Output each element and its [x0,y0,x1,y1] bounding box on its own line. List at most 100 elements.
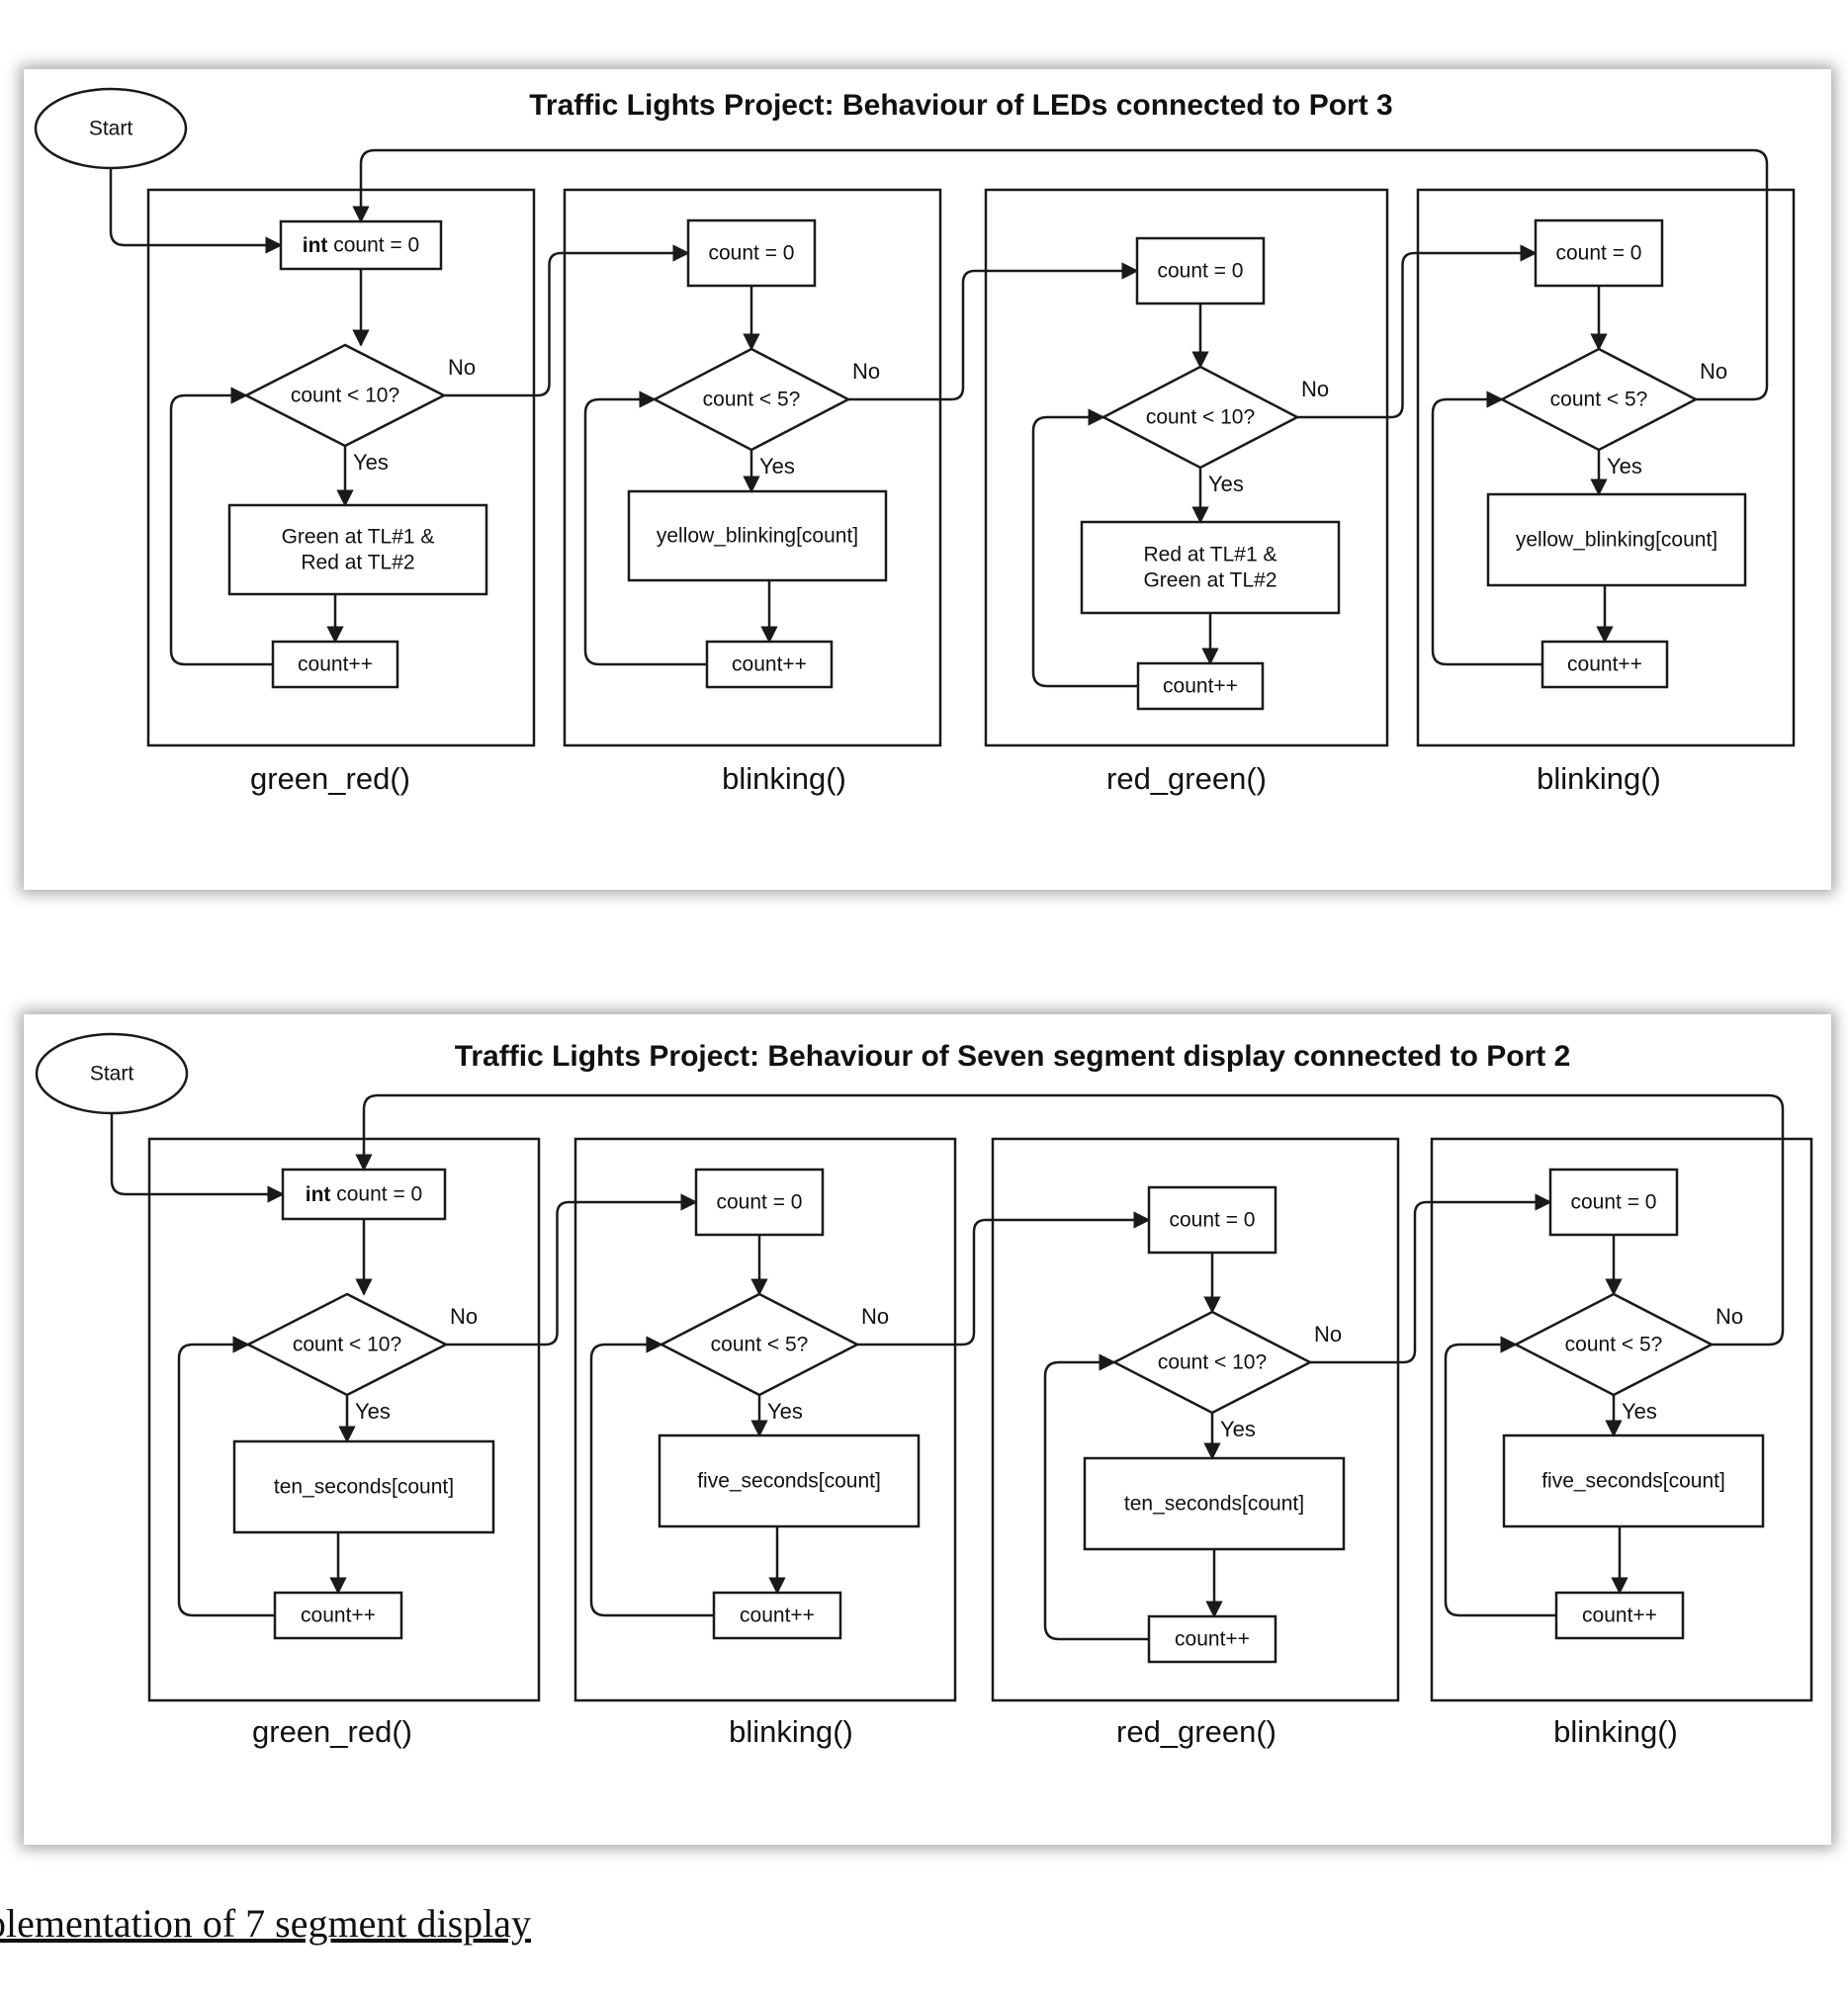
reset-label: count = 0 [1571,1191,1657,1214]
flowchart-seven-segment: Traffic Lights Project: Behaviour of Sev… [35,1032,1813,1749]
yes-label: Yes [1607,454,1642,478]
function-frame [991,1137,1400,1702]
decision-label: count < 10? [1146,406,1255,429]
decision-label: count < 5? [711,1334,809,1356]
decision-label: count < 10? [1158,1351,1267,1374]
loop-back-connector [1031,408,1138,688]
no-label: No [1716,1304,1743,1329]
flowchart-leds: Traffic Lights Project: Behaviour of LED… [34,87,1796,796]
function-name: blinking() [1537,761,1661,796]
function-frame [563,188,942,747]
reset-label: count = 0 [709,242,795,265]
loop-back-connector [589,1336,714,1617]
start-label: Start [89,118,133,140]
action-box [1486,492,1747,587]
action-label: five_seconds[count] [1541,1470,1725,1493]
loop-back-connector [177,1336,275,1617]
reset-box [686,218,817,288]
yes-label: Yes [355,1399,391,1424]
start-to-init-connector [109,168,283,254]
function-name: green_red() [252,1714,412,1749]
function-name: red_green() [1116,1714,1276,1749]
start-to-init-connector [110,1113,285,1203]
init-label: int count = 0 [306,1183,422,1206]
increment-box [705,640,834,689]
no-label: No [861,1304,889,1329]
decision-label: count < 5? [1565,1334,1663,1356]
yes-label: Yes [353,450,389,475]
loop-back-connector [1431,391,1542,666]
action-label: Red at TL#1 & [1143,544,1276,566]
reset-box [1534,218,1664,288]
decision-label: count < 10? [293,1334,401,1356]
start-label: Start [90,1063,134,1086]
increment-label: count++ [732,653,807,676]
diagram-title: Traffic Lights Project: Behaviour of Sev… [455,1040,1571,1073]
action-box [658,1433,921,1528]
increment-label: count++ [1567,653,1642,676]
figure-caption: plementation of 7 segment display [0,1901,531,1946]
increment-label: count++ [740,1605,815,1627]
increment-box [1540,640,1669,689]
return-to-start-connector [352,148,1769,401]
flowchart-panel-seven-segment: Traffic Lights Project: Behaviour of Sev… [24,1014,1831,1845]
increment-label: count++ [1582,1605,1657,1627]
increment-box [1136,661,1265,711]
no-label: No [450,1304,478,1329]
function-frame [984,188,1389,747]
decision-label: count < 10? [291,385,399,407]
increment-label: count++ [298,653,373,676]
increment-label: count++ [301,1605,376,1627]
no-exit-connector [1310,1193,1552,1364]
no-exit-connector [848,262,1139,401]
no-label: No [1301,377,1329,401]
function-frame [1416,188,1796,747]
function-name: green_red() [250,761,410,796]
function-name: blinking() [1553,1714,1678,1749]
no-label: No [1700,359,1727,384]
action-label: five_seconds[count] [697,1470,881,1493]
action-label: ten_seconds[count] [1124,1493,1304,1516]
init-label: int count = 0 [303,234,419,257]
no-exit-connector [1297,244,1538,419]
function-frame [146,188,536,747]
action-box [227,503,488,596]
action-label: Green at TL#1 & [282,526,435,549]
no-label: No [852,359,880,384]
increment-label: count++ [1175,1628,1250,1651]
return-to-start-connector [355,1093,1785,1346]
action-label: Red at TL#2 [301,552,414,574]
no-exit-connector [446,1193,698,1346]
loop-back-connector [1444,1336,1556,1617]
increment-label: count++ [1163,675,1238,698]
loop-back-connector [583,391,707,666]
no-exit-connector [857,1211,1151,1346]
no-exit-connector [444,244,690,397]
reset-label: count = 0 [1556,242,1642,265]
action-label: Green at TL#2 [1143,569,1276,592]
reset-label: count = 0 [717,1191,803,1214]
action-label: yellow_blinking[count] [1516,529,1717,552]
action-box [1080,520,1341,615]
reset-box [1147,1185,1277,1255]
loop-back-connector [169,387,273,666]
reset-label: count = 0 [1158,260,1244,283]
yes-label: Yes [1220,1417,1256,1441]
loop-back-connector [1043,1353,1149,1641]
yes-label: Yes [1208,472,1244,496]
function-name: blinking() [729,1714,853,1749]
yes-label: Yes [1622,1399,1657,1424]
action-box [627,489,888,582]
no-label: No [1314,1322,1342,1346]
reset-box [1135,236,1266,305]
increment-box [273,1591,403,1640]
decision-label: count < 5? [1550,389,1648,411]
action-box [1502,1433,1765,1528]
function-frame [573,1137,957,1702]
action-label: ten_seconds[count] [274,1476,454,1499]
function-name: blinking() [722,761,846,796]
action-label: yellow_blinking[count] [657,525,858,548]
action-box [232,1439,495,1534]
function-frame [1430,1137,1813,1702]
yes-label: Yes [767,1399,803,1424]
